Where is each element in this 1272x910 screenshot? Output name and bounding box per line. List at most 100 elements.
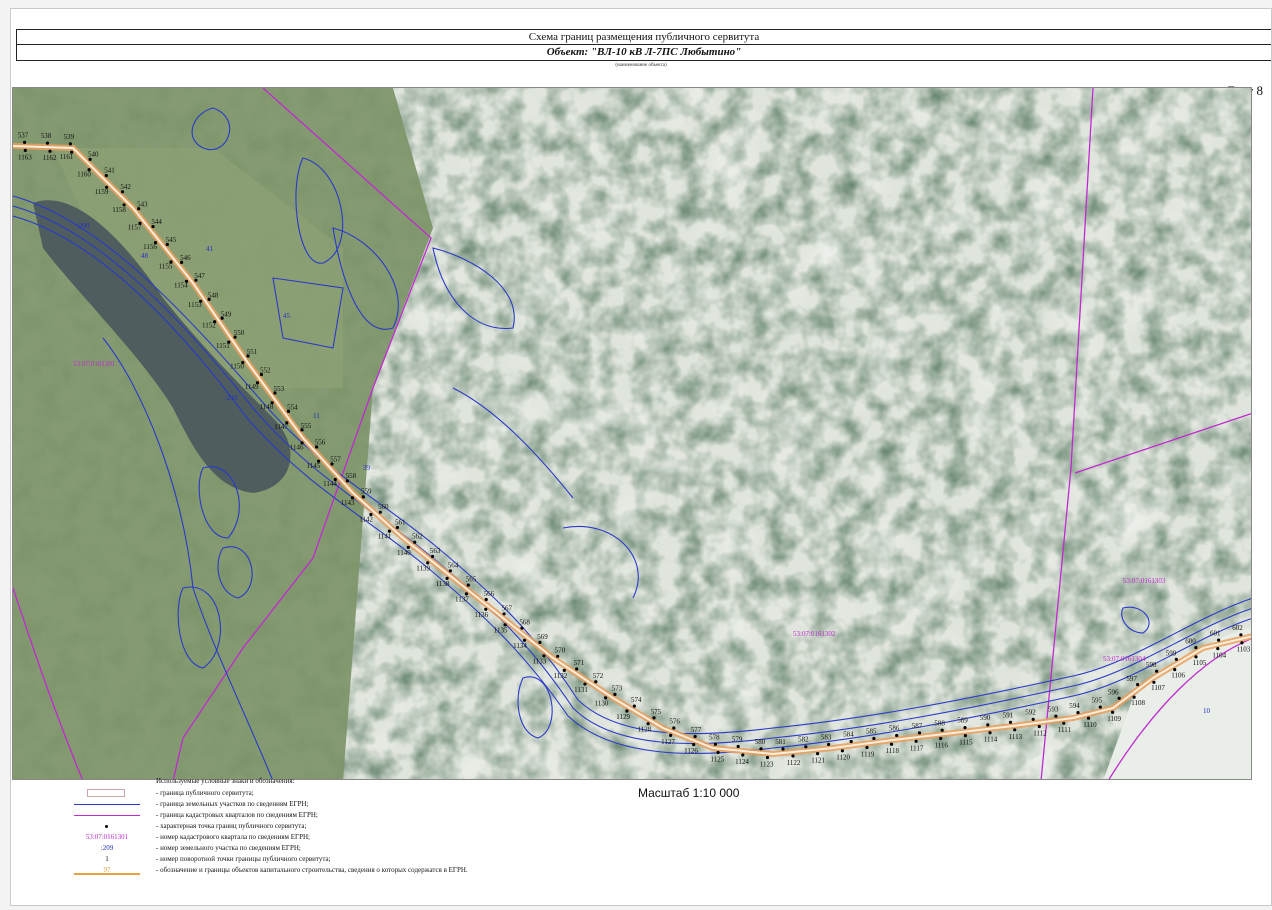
easement-point [273, 391, 277, 395]
point-swatch [70, 821, 144, 832]
point-label: 1118 [886, 747, 900, 755]
point-label: 584 [843, 731, 854, 739]
point-label: 544 [151, 218, 162, 226]
point-label: 1131 [574, 686, 588, 694]
point-label: 1129 [616, 713, 630, 721]
point-label: 1156 [143, 243, 157, 251]
easement-point [88, 157, 92, 161]
point-label: 575 [651, 708, 662, 716]
point-label: 574 [631, 696, 642, 704]
point-label: 1123 [760, 760, 774, 768]
point-label: 564 [448, 561, 459, 569]
parcel-label: 48 [141, 252, 149, 260]
easement-point [1031, 717, 1035, 721]
easement-point [138, 221, 142, 225]
point-label: 552 [260, 366, 271, 374]
easement-point [1132, 695, 1136, 699]
point-label: 563 [430, 547, 441, 555]
point-label: 1151 [216, 342, 230, 350]
easement-point [963, 734, 968, 738]
point-label: 590 [980, 714, 991, 722]
point-label: 601 [1210, 629, 1221, 637]
easement-point [330, 462, 334, 466]
easement-point [285, 421, 289, 425]
point-label: 593 [1048, 705, 1059, 713]
easement-point [484, 597, 488, 602]
parcel-swatch [70, 799, 144, 810]
point-label: 1116 [935, 741, 949, 749]
easement-center [13, 145, 1251, 756]
easement-point [1054, 714, 1058, 718]
point-label: 545 [166, 236, 177, 244]
easement-point [840, 749, 845, 753]
point-label: 1161 [60, 153, 74, 161]
easement-point [522, 638, 527, 642]
point-label: 583 [821, 734, 832, 742]
point-label: 1103 [1237, 646, 1251, 654]
legend-row: :209 - номер земельного участка по сведе… [70, 843, 630, 854]
point-label: 1159 [95, 188, 109, 196]
point-label: 549 [221, 310, 232, 318]
point-label: 555 [301, 422, 312, 430]
easement-point [520, 626, 524, 630]
easement-point [940, 728, 944, 732]
point-label: 569 [537, 633, 548, 641]
point-label: 1133 [533, 657, 547, 665]
point-label: 579 [732, 736, 743, 744]
easement-point [1013, 728, 1017, 732]
easement-point [153, 241, 158, 245]
easement-point [378, 510, 382, 514]
point-label: 1136 [474, 611, 488, 619]
point-label: 1141 [378, 532, 392, 540]
point-label: 582 [798, 736, 809, 744]
legend-row: - характерная точка границ публичного се… [70, 821, 630, 832]
point-label: 542 [120, 183, 131, 191]
point-label: 1111 [1058, 726, 1072, 734]
easement-point [233, 335, 237, 339]
point-label: 577 [691, 726, 702, 734]
quarter-number-sample: 53:07:0161301 [85, 833, 129, 841]
point-label: 1128 [638, 726, 652, 734]
parcel-label: :210 [225, 394, 238, 402]
easement-point [194, 278, 198, 282]
easement-point [300, 441, 304, 445]
point-label: 1125 [711, 756, 725, 764]
point-label: 557 [330, 455, 341, 463]
easement-point [713, 742, 718, 746]
easement-point [625, 709, 629, 713]
easement-point [502, 612, 506, 616]
easement-point [672, 726, 676, 730]
easement-point [315, 445, 319, 449]
sheet-title: Схема границ размещения публичного серви… [16, 29, 1271, 45]
easement-point [693, 734, 697, 739]
easement-point [804, 745, 808, 749]
quarter-label: 53:07:0161302 [793, 630, 836, 638]
point-label: 1124 [735, 758, 749, 766]
easement-point [632, 704, 637, 708]
point-label: 1162 [43, 154, 57, 162]
easement-point [1152, 680, 1156, 684]
easement-point [255, 381, 260, 385]
point-label: 547 [194, 272, 205, 280]
easement-point [317, 459, 321, 463]
easement-point [583, 682, 587, 686]
easement-point [87, 168, 91, 172]
easement-point [1174, 657, 1178, 662]
easement-point [765, 755, 770, 760]
quarter-boundaries [13, 88, 1251, 779]
point-label: 588 [934, 719, 945, 727]
point-label: 600 [1185, 638, 1196, 646]
easement-point [1008, 720, 1013, 724]
easement-point [120, 190, 125, 194]
easement-point [387, 529, 391, 533]
easement-point [213, 320, 217, 324]
easement-point [613, 692, 617, 697]
clearing [1103, 628, 1251, 779]
easement-point [604, 696, 608, 700]
easement-point [259, 372, 263, 377]
easement-point [151, 225, 155, 229]
point-label: 592 [1025, 708, 1036, 716]
object-note: (наименование объекта) [615, 63, 667, 68]
